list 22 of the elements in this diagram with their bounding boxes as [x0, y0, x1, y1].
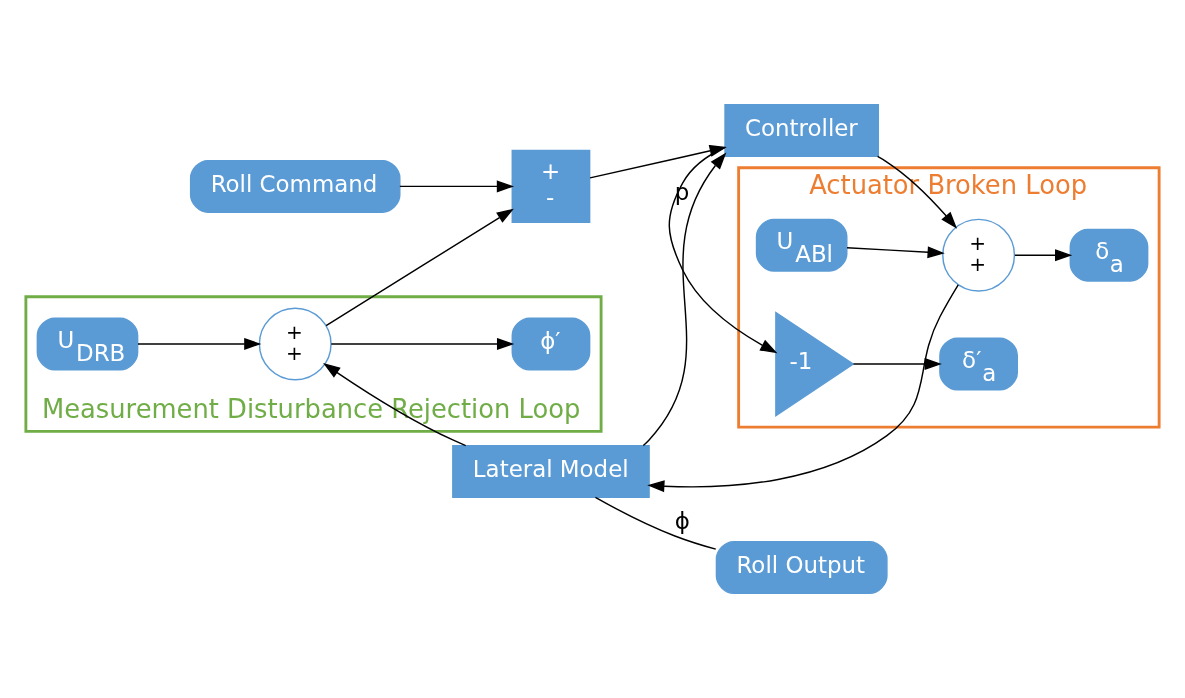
- arrow: [1014, 249, 1073, 262]
- node-box: ϕ′: [511, 317, 591, 371]
- node-circle: + +: [258, 307, 332, 381]
- arrow: [846, 246, 945, 259]
- node-box: Roll Output: [715, 540, 888, 594]
- node-circle: + +: [942, 218, 1016, 292]
- node-box: Controller: [724, 104, 880, 158]
- node-box: + -: [511, 149, 591, 223]
- arrow: [137, 337, 262, 350]
- edge-label: ϕ: [674, 507, 690, 534]
- arrow: [325, 208, 514, 327]
- arrow: [330, 337, 515, 350]
- arrow: [399, 180, 515, 193]
- edge-label: p: [674, 179, 690, 206]
- connector: [594, 496, 717, 550]
- node-box: Lateral Model: [452, 445, 650, 498]
- arrow: [323, 362, 467, 447]
- arrow: [647, 284, 959, 493]
- arrow: [852, 358, 942, 371]
- arrow: [642, 152, 727, 447]
- node-box: Roll Command: [189, 159, 401, 213]
- arrow: [876, 155, 958, 229]
